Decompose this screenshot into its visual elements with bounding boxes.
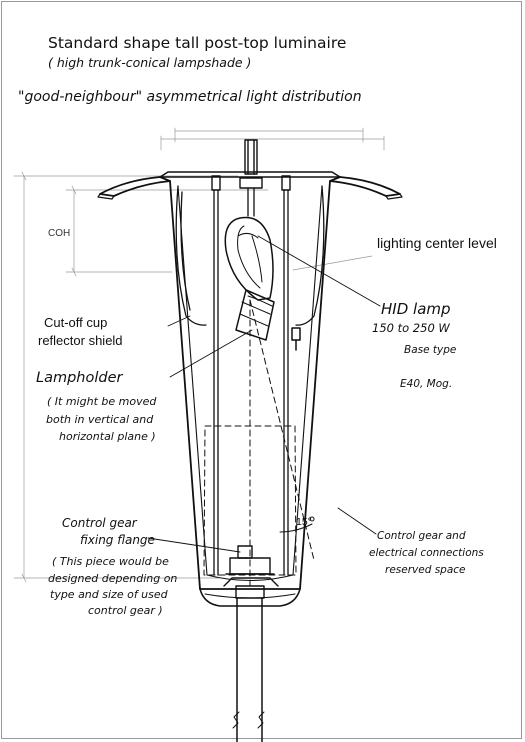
lampholder-note-line-3: horizontal plane ) xyxy=(59,430,156,443)
base-type-label: Base type xyxy=(404,344,457,356)
lampholder xyxy=(235,289,301,351)
dimension-lines xyxy=(13,127,385,583)
drawing-title: Standard shape tall post-top luminaire xyxy=(48,34,347,52)
support-rods xyxy=(213,187,289,576)
distribution-caption: "good-neighbour" asymmetrical light dist… xyxy=(18,89,362,105)
lighting-center-label: lighting center level xyxy=(377,235,497,251)
lampholder-note-line-1: ( It might be moved xyxy=(47,395,157,408)
angle-label: 15° xyxy=(296,516,312,528)
drawing-subtitle: ( high trunk-conical lampshade ) xyxy=(48,55,252,70)
reserved-space-line-3: reserved space xyxy=(385,564,466,576)
fixing-flange-label: fixing flange xyxy=(80,533,155,547)
piece-note-line-1: ( This piece would be xyxy=(52,555,169,568)
cutoff-cup-label: Cut-off cup xyxy=(44,315,108,330)
hid-lamp-bulb xyxy=(224,216,274,301)
piece-note-line-2: designed depending on xyxy=(48,572,178,585)
wattage-label: 150 to 250 W xyxy=(372,321,450,335)
control-gear-space xyxy=(203,299,315,591)
piece-note-line-4: control gear ) xyxy=(88,604,163,617)
angle-mark xyxy=(279,516,315,533)
piece-note-line-3: type and size of used xyxy=(50,588,168,601)
reserved-space-line-1: Control gear and xyxy=(377,530,466,542)
reserved-space-line-2: electrical connections xyxy=(369,547,484,559)
control-gear-label: Control gear xyxy=(62,516,137,530)
lampholder-label: Lampholder xyxy=(36,370,123,386)
finial xyxy=(211,139,291,191)
control-gear-flange xyxy=(223,545,279,599)
lampshade xyxy=(97,171,403,607)
cutoff-reflector xyxy=(175,185,325,326)
leader-lines xyxy=(147,235,381,553)
reflector-shield-label: reflector shield xyxy=(38,333,123,348)
lampholder-note-line-2: both in vertical and xyxy=(46,413,154,426)
base-value-label: E40, Mog. xyxy=(400,378,453,390)
hid-lamp-label: HID lamp xyxy=(381,300,451,318)
coh-label: COH xyxy=(48,228,71,239)
pole xyxy=(232,597,265,742)
